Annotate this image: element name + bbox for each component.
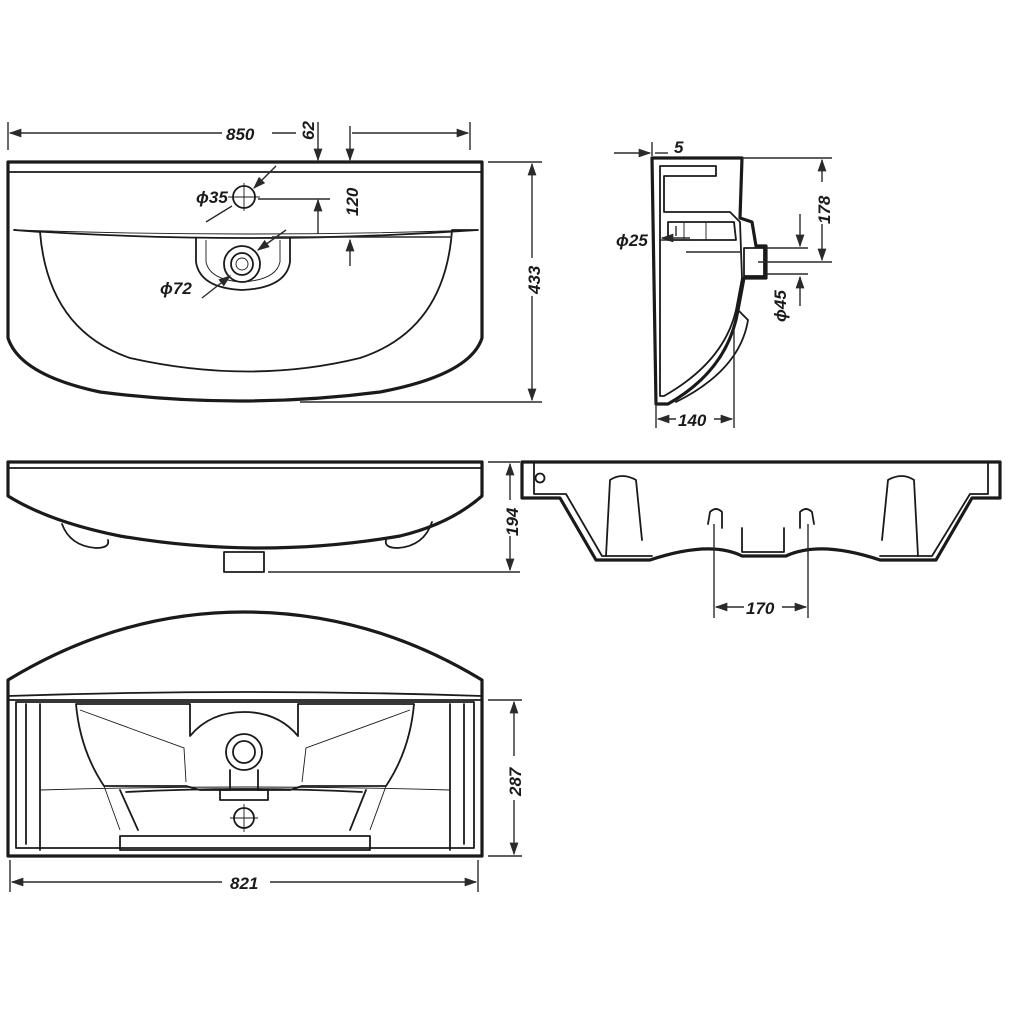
cross-section-view	[520, 460, 1002, 562]
cross-dimensions: 170	[713, 524, 809, 618]
front-view	[6, 460, 484, 573]
top-view-basin	[13, 229, 479, 373]
front-outline	[6, 460, 484, 550]
dim-offset-small: 62	[299, 121, 318, 140]
side-dimensions: 5 178 ϕ25 ϕ45 140	[614, 138, 834, 430]
bottom-view	[6, 610, 484, 858]
cross-outline	[520, 460, 1002, 562]
top-dimensions: 850 62 120 ϕ35 ϕ72 433	[7, 121, 544, 403]
bottom-dimensions: 287 821	[9, 699, 525, 893]
dim-width-bottom: 821	[230, 874, 258, 893]
dim-width-top: 850	[226, 125, 255, 144]
dim-depth-top: 433	[525, 265, 544, 295]
dim-bracket-spacing: 170	[746, 599, 775, 618]
dim-rim-edge: 5	[674, 138, 684, 157]
dim-tap-offset: 120	[343, 187, 362, 216]
drain-outer-icon	[223, 245, 261, 283]
dim-drain-hole: ϕ72	[160, 279, 192, 298]
dim-overflow-hole: ϕ25	[616, 231, 648, 250]
dim-front-height: 194	[503, 507, 522, 536]
dim-hole-tap: ϕ35	[196, 188, 228, 207]
drain-recess	[195, 237, 291, 291]
side-outline	[650, 156, 768, 406]
side-section-view	[650, 156, 768, 406]
dim-waste-hole: ϕ45	[771, 290, 790, 322]
front-dimensions: 194	[268, 461, 522, 573]
bottom-bowl	[75, 703, 415, 791]
dim-side-depth: 140	[678, 411, 707, 430]
front-waste	[223, 551, 265, 573]
bottom-drain-icon	[225, 733, 263, 771]
top-view	[6, 160, 484, 403]
dim-bottom-height: 287	[506, 766, 525, 797]
dim-side-height: 178	[815, 195, 834, 224]
